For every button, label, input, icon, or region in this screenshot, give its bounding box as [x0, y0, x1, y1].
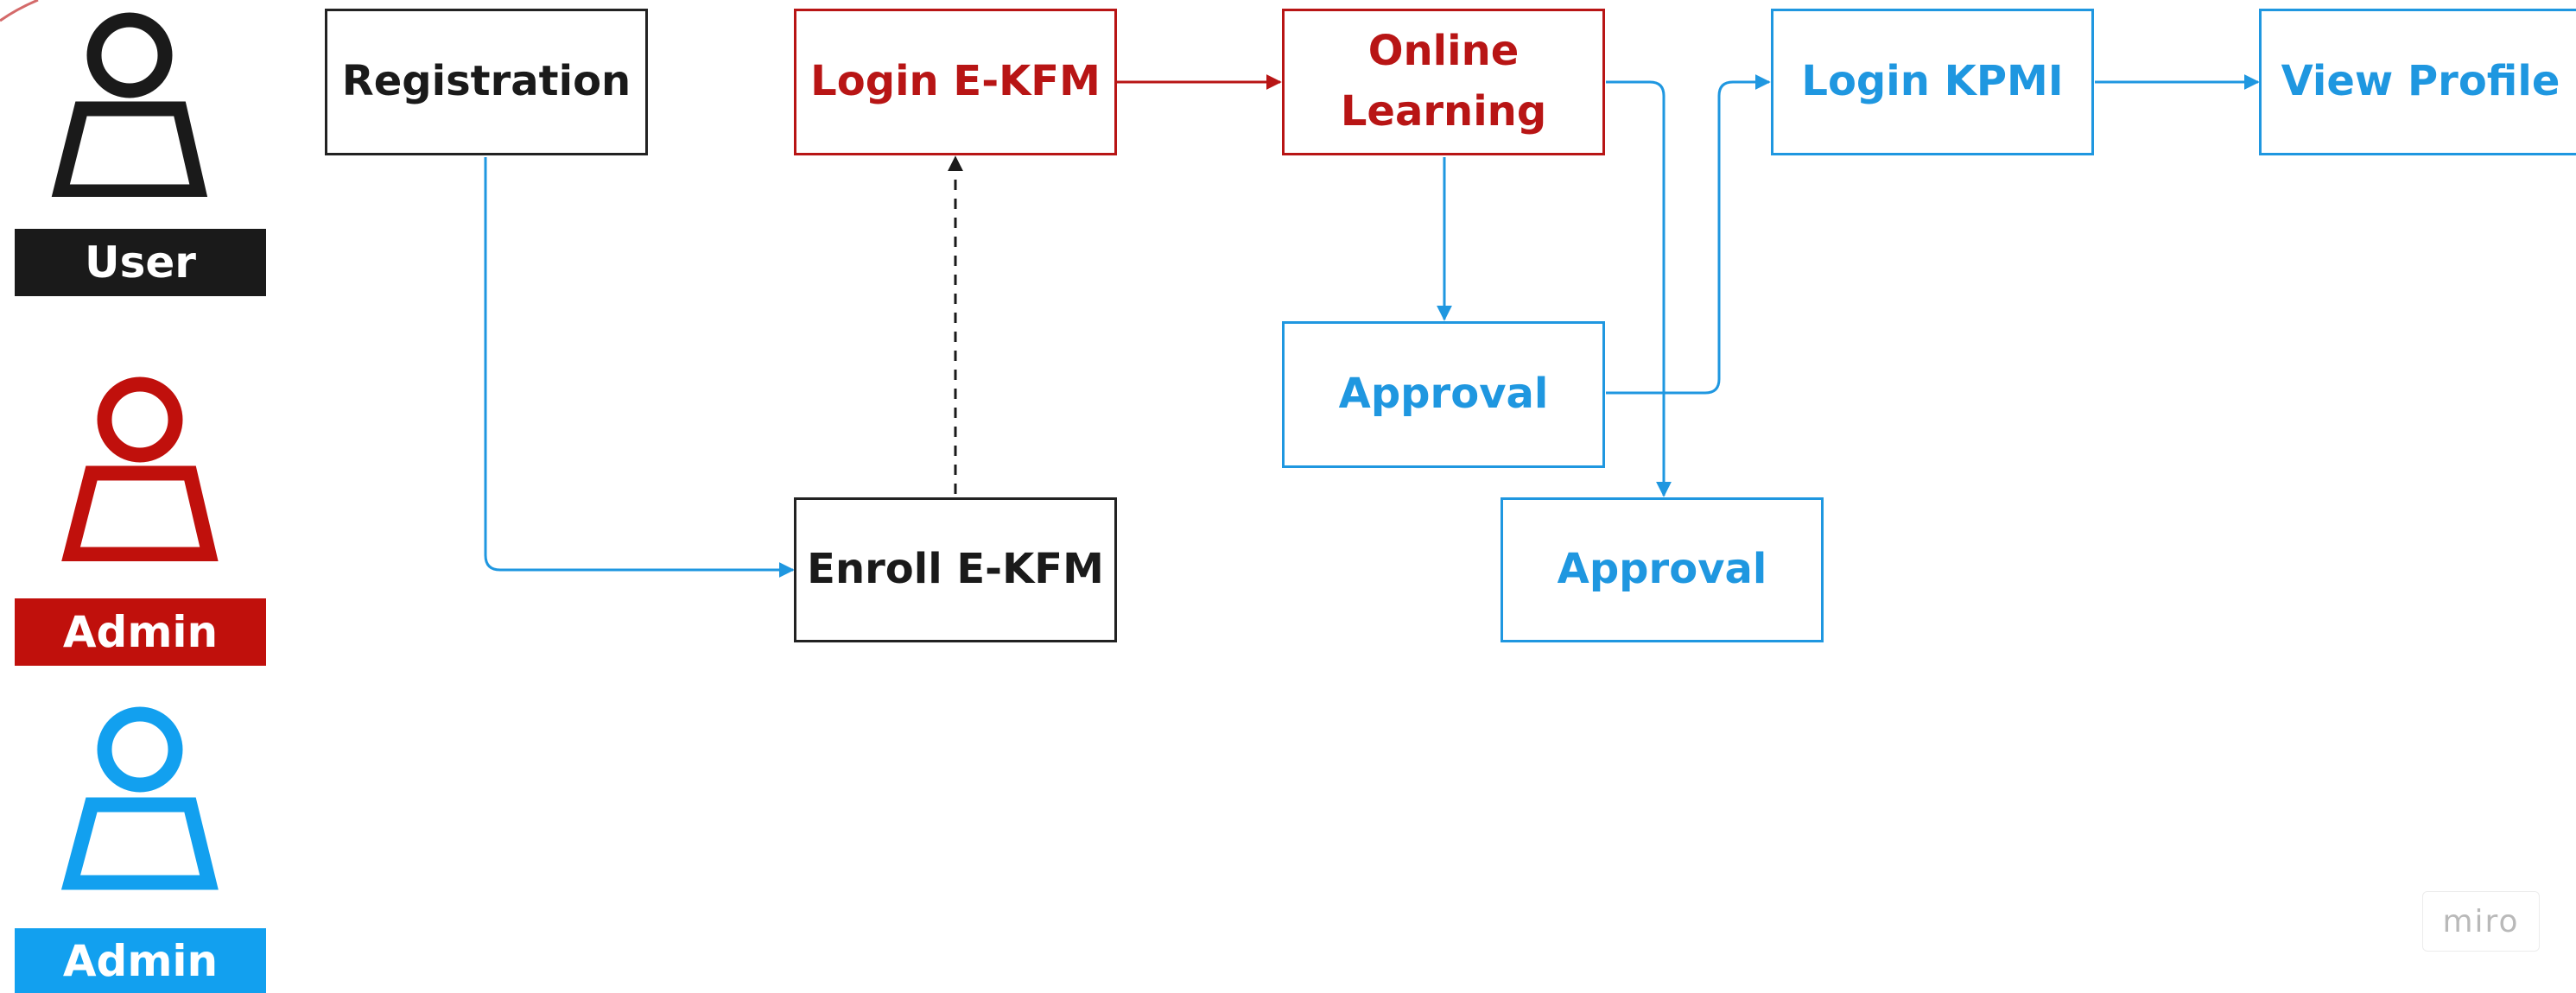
- miro-watermark: miro: [2422, 891, 2540, 952]
- legend-label-user: User: [15, 229, 266, 296]
- corner-mark: [0, 0, 39, 22]
- node-approval-2-label: Approval: [1557, 545, 1767, 594]
- node-registration[interactable]: Registration: [325, 9, 648, 155]
- edge-registration-to-enroll: [484, 157, 795, 578]
- admin-blue-figure-icon: [60, 706, 219, 890]
- node-approval-1-label: Approval: [1338, 370, 1549, 419]
- node-enroll-ekfm[interactable]: Enroll E-KFM: [794, 497, 1117, 642]
- node-view-profile-label: View Profile: [2281, 57, 2560, 106]
- node-approval-2[interactable]: Approval: [1501, 497, 1824, 642]
- node-login-kpmi[interactable]: Login KPMI: [1771, 9, 2094, 155]
- node-login-ekfm-label: Login E-KFM: [810, 57, 1101, 106]
- node-online-learning-label-line1: Online: [1367, 27, 1520, 76]
- node-view-profile[interactable]: View Profile: [2259, 9, 2576, 155]
- legend-label-admin-red: Admin: [15, 598, 266, 666]
- node-enroll-ekfm-label: Enroll E-KFM: [807, 545, 1104, 594]
- user-figure-icon: [51, 12, 208, 197]
- edge-online-learning-to-approval-2: [1606, 80, 1672, 497]
- node-approval-1[interactable]: Approval: [1282, 321, 1605, 468]
- admin-red-figure-icon: [61, 376, 219, 561]
- node-online-learning-label-line2: Learning: [1340, 87, 1547, 136]
- legend-label-admin-blue: Admin: [15, 928, 266, 993]
- node-online-learning[interactable]: Online Learning: [1282, 9, 1605, 155]
- node-login-ekfm[interactable]: Login E-KFM: [794, 9, 1117, 155]
- node-login-kpmi-label: Login KPMI: [1801, 57, 2064, 106]
- edge-approval-1-to-login-kpmi: [1606, 74, 1771, 395]
- node-registration-label: Registration: [341, 57, 631, 106]
